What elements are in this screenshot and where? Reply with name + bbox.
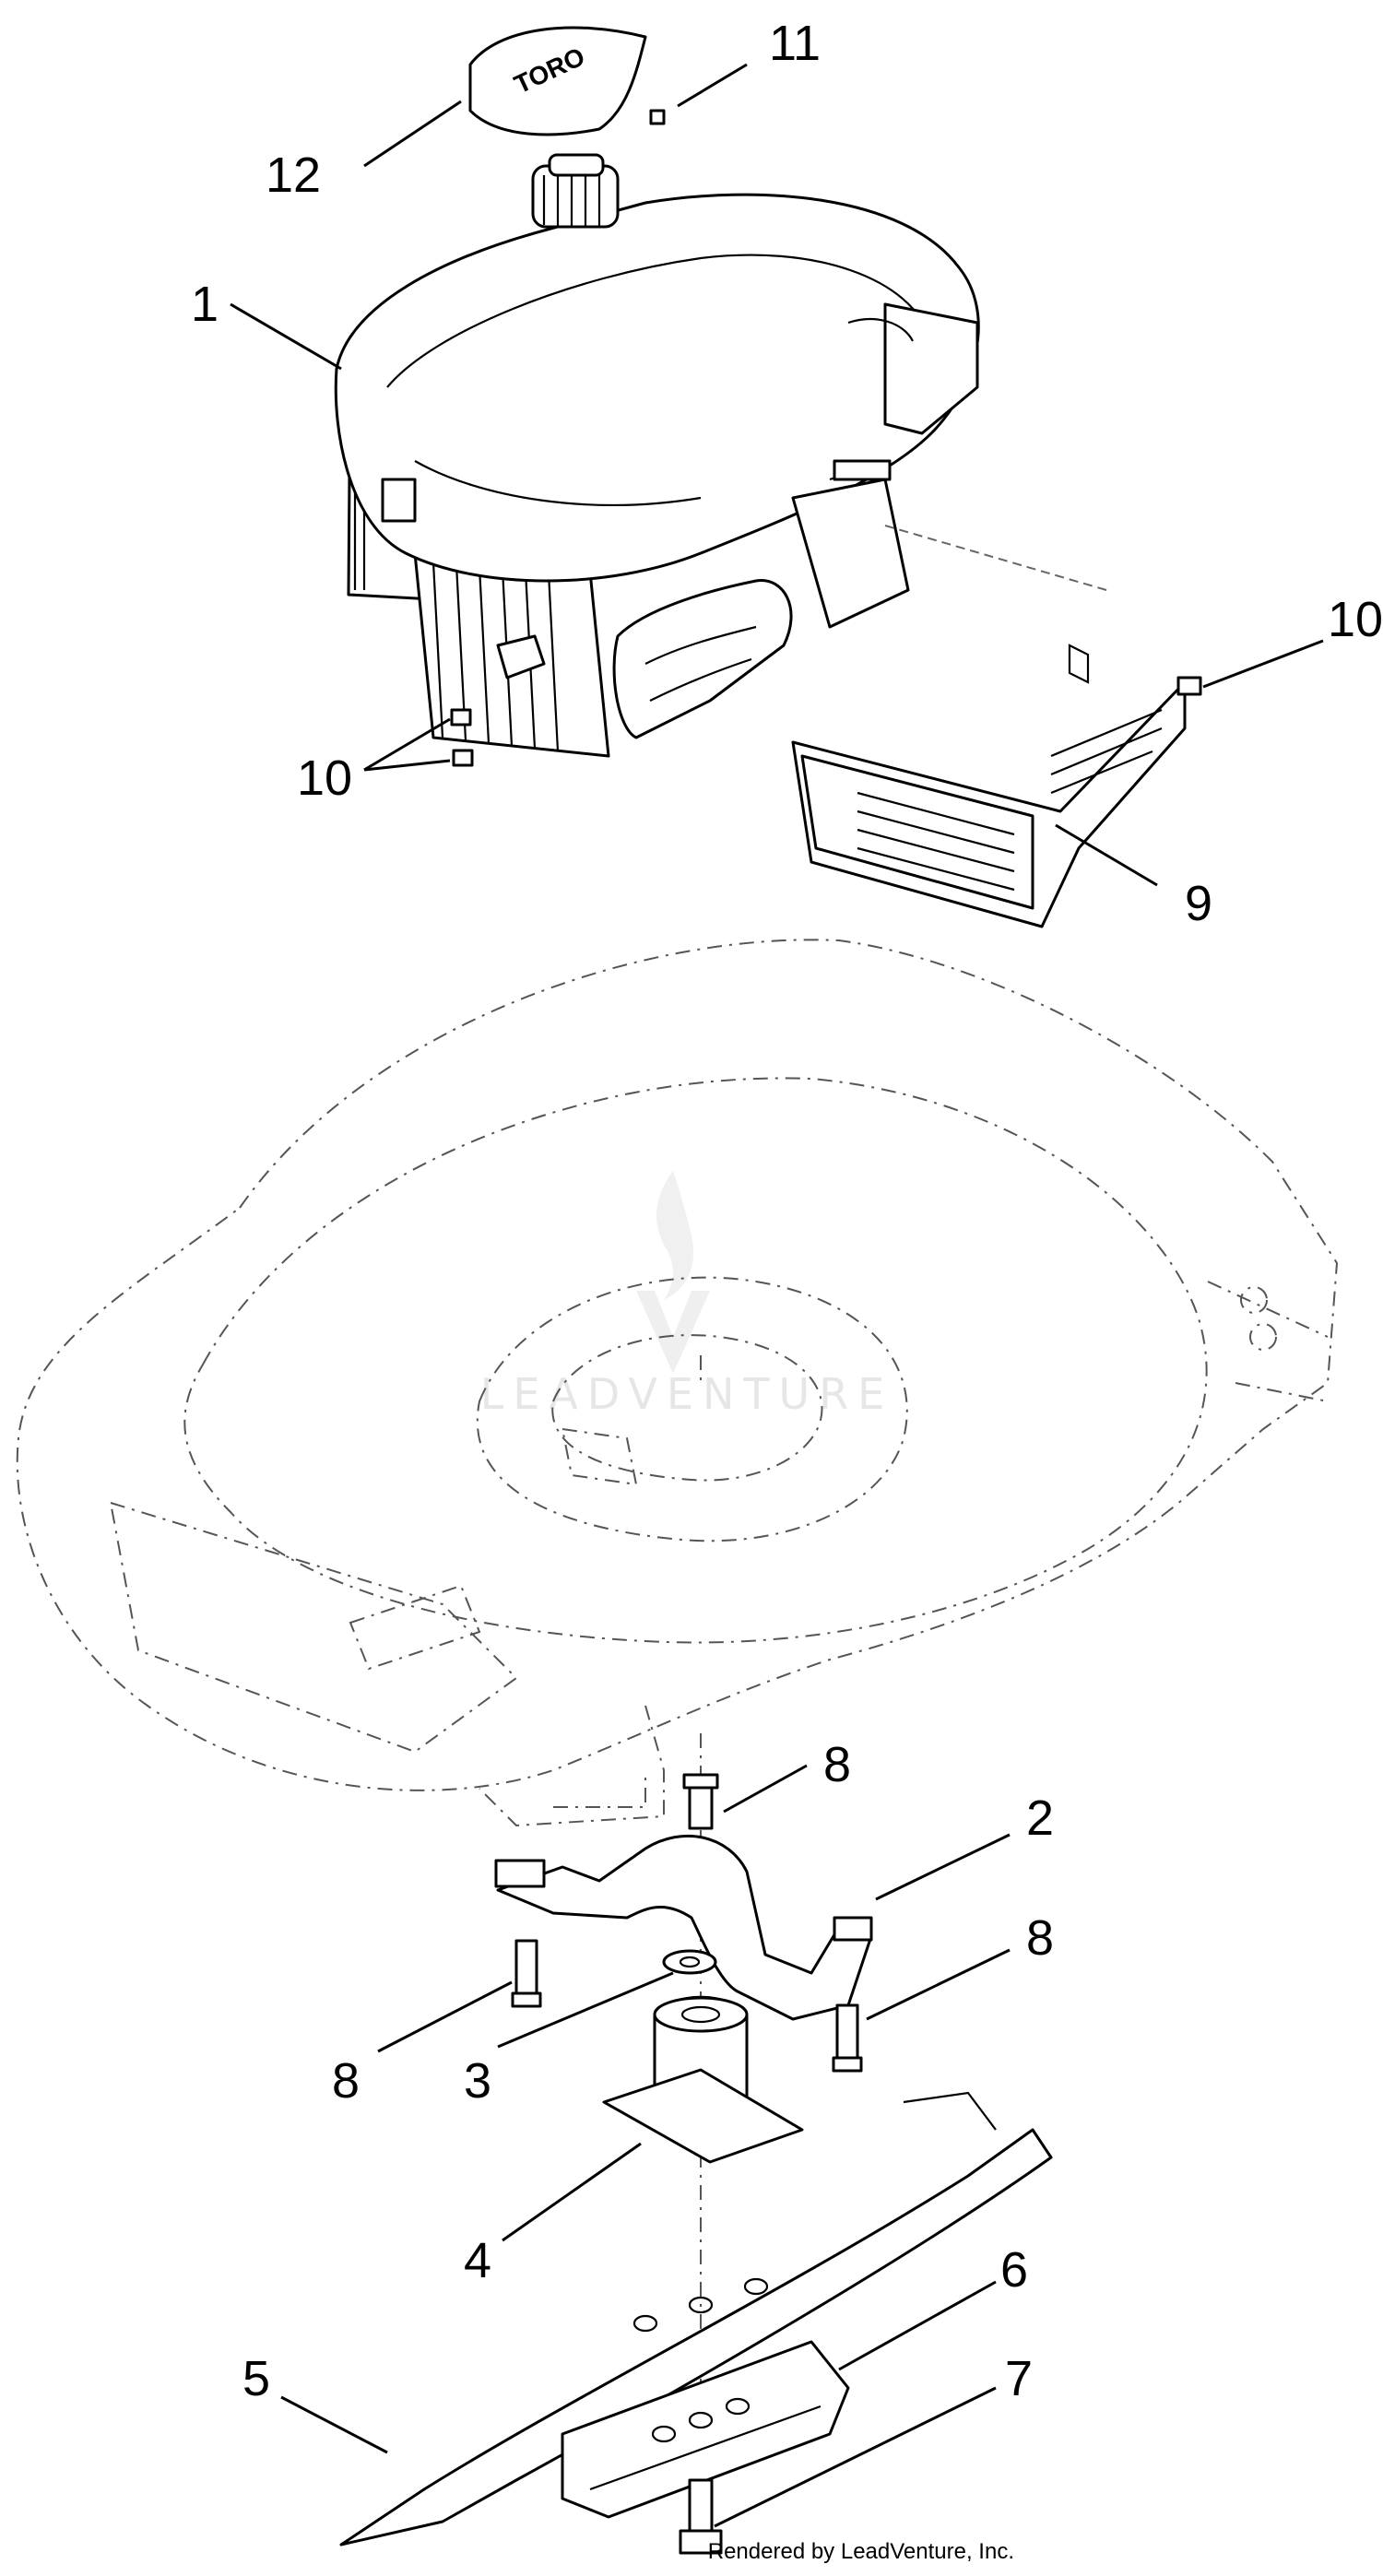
callout-8-right: 8 [1026, 1910, 1054, 1966]
engine [334, 153, 1107, 758]
mower-deck [16, 939, 1339, 1827]
callout-9: 9 [1185, 876, 1212, 931]
blade-stiffener [561, 2340, 850, 2519]
bolt-8-right [832, 2003, 863, 2073]
watermark-text: LEADVENTURE [480, 1369, 894, 1419]
callout-11: 11 [769, 16, 821, 71]
nut-11 [649, 109, 666, 125]
render-credit: Rendered by LeadVenture, Inc. [708, 2539, 1014, 2564]
bolt-10-left [450, 708, 474, 767]
callout-7: 7 [1005, 2351, 1033, 2406]
muffler-guard [791, 644, 1187, 928]
leader-lines [230, 63, 1324, 2528]
callout-5: 5 [242, 2351, 270, 2406]
callout-12: 12 [266, 148, 321, 203]
bolt-10-right [1176, 676, 1202, 696]
callout-8-left: 8 [332, 2053, 360, 2109]
callout-4: 4 [464, 2233, 491, 2288]
bolt-8-top [682, 1773, 719, 1830]
decal: TORO [468, 26, 647, 136]
callout-8-top: 8 [823, 1737, 851, 1792]
callout-10-left: 10 [297, 750, 352, 806]
blade-adapter [602, 1995, 804, 2164]
callout-10-right: 10 [1328, 592, 1383, 647]
callout-3: 3 [464, 2053, 491, 2109]
callout-1: 1 [191, 277, 219, 332]
bolt-8-left [511, 1939, 542, 2008]
callout-2: 2 [1026, 1790, 1054, 1846]
blade-bolt [679, 2478, 723, 2555]
callout-6: 6 [1000, 2242, 1028, 2298]
watermark-logo [636, 1171, 710, 1374]
baffle [494, 1834, 873, 2021]
washer [662, 1949, 717, 1975]
